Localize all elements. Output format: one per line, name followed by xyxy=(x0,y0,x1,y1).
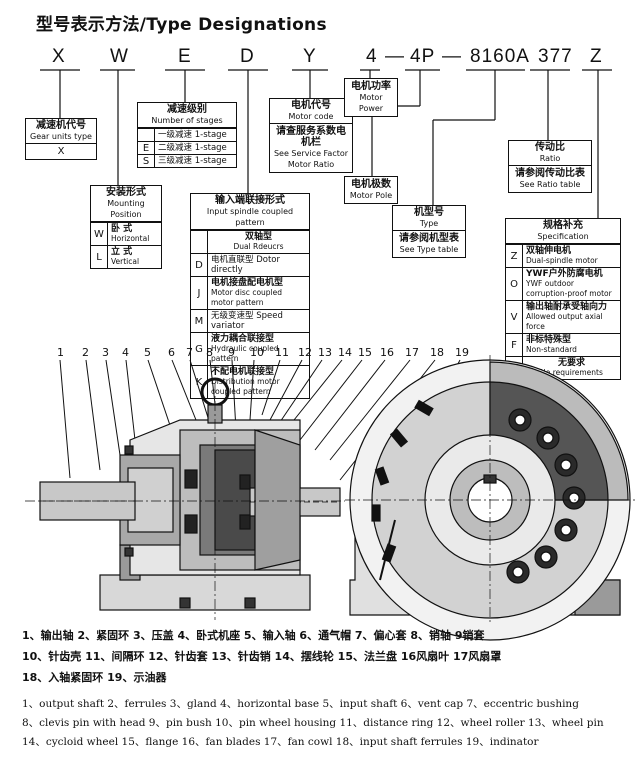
page-title: 型号表示方法/Type Designations xyxy=(36,15,327,35)
part-number: 16 xyxy=(380,346,394,359)
part-number: 7 xyxy=(186,346,193,359)
code-z: Z xyxy=(590,46,603,67)
part-number: 9 xyxy=(228,346,235,359)
code-d: D xyxy=(240,46,255,67)
code-w: W xyxy=(110,46,129,67)
legend-en-line-3: 14、cycloid wheel 15、flange 16、fan blades… xyxy=(22,736,539,748)
legend-zh-line-1: 1、输出轴 2、紧固环 3、压盖 4、卧式机座 5、输入轴 6、通气帽 7、偏心… xyxy=(22,629,485,642)
part-number: 5 xyxy=(144,346,151,359)
part-number: 2 xyxy=(82,346,89,359)
part-number: 18 xyxy=(430,346,444,359)
legend-zh-line-2: 10、针齿壳 11、间隔环 12、针齿套 13、针齿销 14、摆线轮 15、法兰… xyxy=(22,650,502,663)
code-dash1: — xyxy=(385,46,405,67)
part-number: 3 xyxy=(102,346,109,359)
designation-connectors xyxy=(40,69,612,218)
part-number: 15 xyxy=(358,346,372,359)
part-number: 1 xyxy=(57,346,64,359)
part-number: 19 xyxy=(455,346,469,359)
part-number: 13 xyxy=(318,346,332,359)
legend-zh-line-3: 18、入轴紧固环 19、示油器 xyxy=(22,671,167,684)
code-4: 4 xyxy=(366,46,378,67)
code-8160a: 8160A xyxy=(470,46,530,67)
code-y: Y xyxy=(303,46,317,67)
part-number: 4 xyxy=(122,346,129,359)
part-number: 6 xyxy=(168,346,175,359)
legend-en-line-1: 1、output shaft 2、ferrules 3、gland 4、hori… xyxy=(22,698,579,710)
code-dash2: — xyxy=(442,46,462,67)
code-x: X xyxy=(52,46,66,67)
code-377: 377 xyxy=(538,46,573,67)
part-number: 8 xyxy=(206,346,213,359)
part-number: 17 xyxy=(405,346,419,359)
part-number: 11 xyxy=(275,346,289,359)
code-e: E xyxy=(178,46,192,67)
code-4p: 4P xyxy=(410,46,436,67)
part-number: 14 xyxy=(338,346,352,359)
part-number: 12 xyxy=(298,346,312,359)
legend-en-line-2: 8、clevis pin with head 9、pin bush 10、pin… xyxy=(22,717,604,729)
part-number: 10 xyxy=(250,346,264,359)
